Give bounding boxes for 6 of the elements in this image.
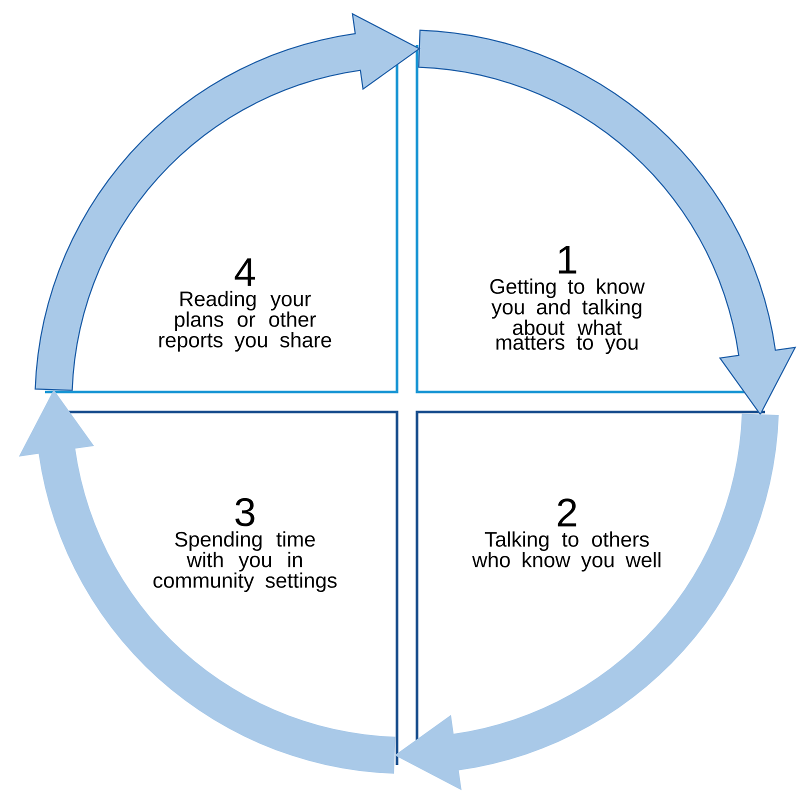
quadrant: 2 Talking to others who know you well	[416, 410, 765, 765]
curved-arrow	[34, 12, 420, 391]
quadrant: 1 Getting to know you and talking about what matters to you	[416, 45, 765, 394]
quadrant: 3 Spending time with you in community settings	[47, 410, 398, 765]
quadrant: 4 Reading your plans or other reports you share	[45, 45, 398, 394]
curved-arrow	[418, 30, 796, 416]
